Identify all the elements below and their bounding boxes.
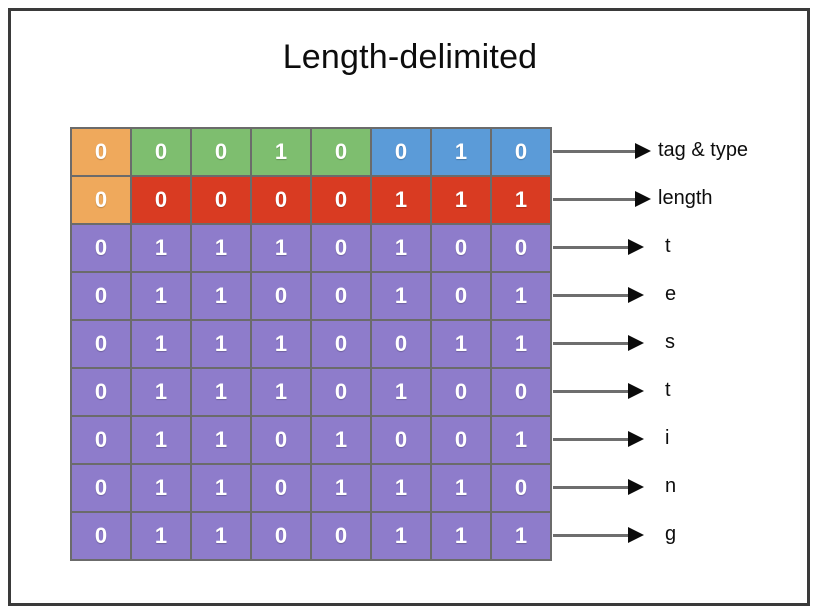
bit-cell: 1 [130, 511, 192, 561]
bit-cell: 0 [310, 223, 372, 273]
bit-cell: 0 [70, 319, 132, 369]
bit-cell: 0 [250, 175, 312, 225]
bit-cell: 1 [430, 463, 492, 513]
bit-cell: 1 [310, 415, 372, 465]
bit-cell: 0 [190, 127, 252, 177]
bit-cell: 0 [130, 127, 192, 177]
bit-cell: 0 [130, 175, 192, 225]
bit-cell: 0 [70, 367, 132, 417]
bit-cell: 0 [250, 415, 312, 465]
bit-cell: 1 [190, 319, 252, 369]
bit-cell: 0 [70, 223, 132, 273]
bit-cell: 0 [310, 127, 372, 177]
bit-cell: 1 [370, 511, 432, 561]
bit-cell: 0 [490, 223, 552, 273]
bit-cell: 0 [310, 367, 372, 417]
bit-cell: 1 [490, 511, 552, 561]
bit-cell: 0 [490, 367, 552, 417]
bit-cell: 1 [250, 223, 312, 273]
bit-cell: 1 [130, 223, 192, 273]
bit-cell: 1 [190, 511, 252, 561]
bit-cell: 1 [490, 319, 552, 369]
bit-cell: 0 [310, 271, 372, 321]
bit-cell: 0 [370, 319, 432, 369]
bit-cell: 0 [430, 271, 492, 321]
page-title: Length-delimited [282, 38, 538, 76]
bit-cell: 1 [430, 511, 492, 561]
bit-cell: 0 [70, 175, 132, 225]
bit-cell: 0 [70, 511, 132, 561]
bit-cell: 1 [130, 271, 192, 321]
bit-cell: 1 [130, 463, 192, 513]
bit-cell: 0 [430, 223, 492, 273]
bit-cell: 1 [430, 127, 492, 177]
bit-cell: 0 [70, 271, 132, 321]
bit-cell: 0 [250, 463, 312, 513]
bit-cell: 1 [250, 319, 312, 369]
bit-cell: 0 [430, 415, 492, 465]
bit-cell: 1 [490, 175, 552, 225]
bit-cell: 0 [310, 319, 372, 369]
bit-cell: 0 [430, 367, 492, 417]
bit-cell: 1 [190, 271, 252, 321]
bit-cell: 1 [310, 463, 372, 513]
bit-cell: 0 [190, 175, 252, 225]
bit-cell: 1 [370, 175, 432, 225]
bit-cell: 0 [70, 127, 132, 177]
bit-cell: 0 [70, 463, 132, 513]
bit-cell: 1 [190, 463, 252, 513]
bit-cell: 1 [370, 463, 432, 513]
bit-cell: 0 [370, 127, 432, 177]
bit-cell: 0 [70, 415, 132, 465]
bit-cell: 1 [250, 367, 312, 417]
bit-cell: 1 [250, 127, 312, 177]
bit-cell: 1 [490, 271, 552, 321]
bit-cell: 1 [190, 223, 252, 273]
bit-cell: 0 [250, 271, 312, 321]
bit-cell: 1 [370, 271, 432, 321]
bit-cell: 0 [490, 127, 552, 177]
bit-cell: 0 [250, 511, 312, 561]
bit-cell: 1 [370, 223, 432, 273]
bit-cell: 1 [490, 415, 552, 465]
bit-cell: 0 [490, 463, 552, 513]
bit-cell: 0 [370, 415, 432, 465]
bit-cell: 1 [370, 367, 432, 417]
bit-cell: 1 [130, 415, 192, 465]
bit-cell: 0 [310, 511, 372, 561]
bit-cell: 1 [190, 415, 252, 465]
bit-cell: 0 [310, 175, 372, 225]
bit-cell: 1 [130, 367, 192, 417]
bit-cell: 1 [430, 175, 492, 225]
bit-cell: 1 [130, 319, 192, 369]
bit-cell: 1 [430, 319, 492, 369]
bit-cell: 1 [190, 367, 252, 417]
